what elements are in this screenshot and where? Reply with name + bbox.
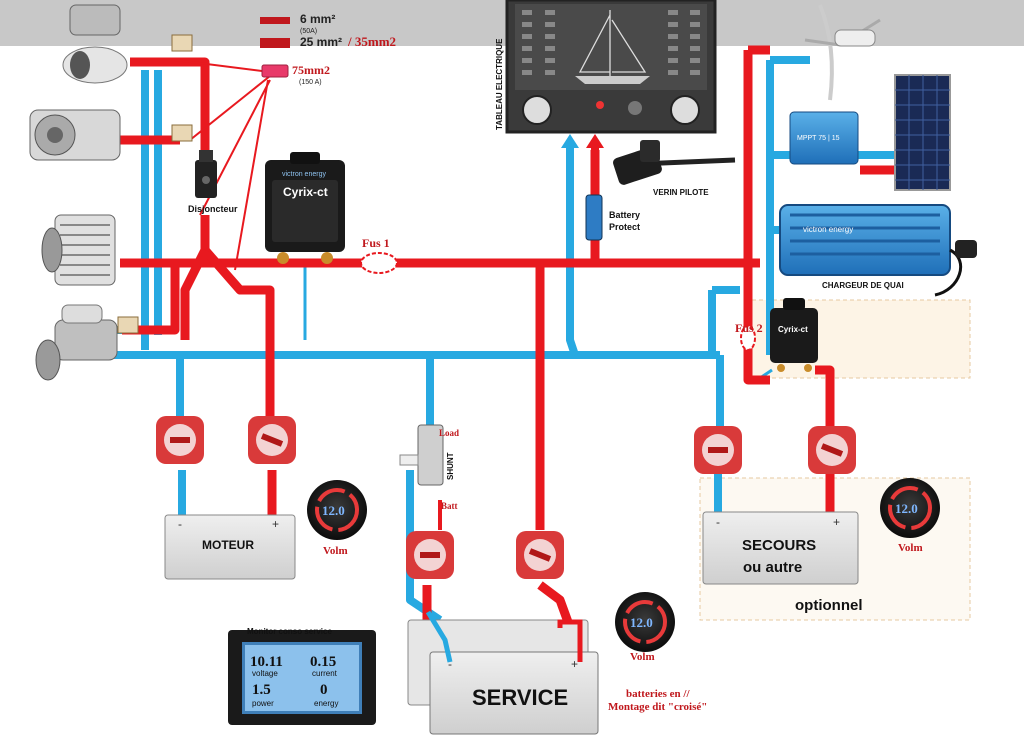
- solar-panel-icon: [894, 74, 951, 191]
- switch-motor-positive: [248, 416, 296, 464]
- volm-label-2: Volm: [898, 542, 923, 554]
- fuse-1: [360, 252, 398, 274]
- switch-secours-negative: [694, 426, 742, 474]
- battery-moteur-label: MOTEUR: [202, 538, 254, 552]
- disconnector-icon: [195, 150, 217, 198]
- consumption-monitor: [228, 630, 376, 725]
- battery-secours-minus: -: [716, 515, 720, 529]
- battery-secours: [702, 511, 859, 585]
- panel-label: TABLEAU ELECTRIQUE: [495, 38, 504, 130]
- pilot-label: VERIN PILOTE: [653, 188, 709, 197]
- monitor-energy-label: energy: [314, 699, 338, 708]
- monitor-voltage-value: 10.11: [250, 654, 283, 670]
- battery-moteur-minus: -: [178, 517, 182, 531]
- shunt-batt-label: Batt: [441, 501, 458, 511]
- fuse-2-label: Fus 2: [735, 321, 763, 335]
- battery-secours-plus: +: [833, 515, 840, 529]
- battery-service-front: [429, 651, 599, 735]
- cyrix-1-brand: victron energy: [282, 171, 326, 178]
- parallel-label-1: batteries en //: [626, 688, 690, 700]
- cyrix-2-name: Cyrix-ct: [778, 325, 808, 334]
- monitor-current-value: 0.15: [310, 654, 336, 670]
- monitor-title: Monitor conso service: [247, 627, 332, 636]
- mppt-controller: [789, 111, 859, 165]
- monitor-power-value: 1.5: [252, 682, 271, 698]
- switch-service-negative: [406, 531, 454, 579]
- panel-positive-arrow: [586, 134, 604, 148]
- legend-25mm: 25 mm²: [300, 35, 342, 49]
- optional-label: optionnel: [795, 597, 863, 614]
- monitor-current-label: current: [312, 669, 338, 678]
- bow-thruster-icon: [62, 4, 128, 84]
- voltmeter-moteur: [307, 480, 367, 540]
- volm-label-3: Volm: [630, 651, 655, 663]
- battery-protect: [585, 194, 603, 241]
- mppt-label: MPPT 75 | 15: [797, 135, 840, 142]
- legend-75mm: 75mm2: [292, 63, 330, 77]
- battery-moteur-plus: +: [272, 517, 279, 531]
- battery-service-label: SERVICE: [472, 685, 568, 710]
- monitor-energy-value: 0: [320, 682, 328, 698]
- legend-6mm-amp: (50A): [300, 28, 317, 35]
- cyrix-1-name: Cyrix-ct: [283, 185, 328, 199]
- cyrix-relay-1: [265, 152, 345, 264]
- battery-moteur: [164, 514, 296, 580]
- alternator-icon: [41, 214, 116, 286]
- pilot-actuator-icon: [613, 140, 736, 185]
- monitor-voltage-label: voltage: [252, 669, 278, 678]
- shunt-load-label: Load: [439, 428, 459, 438]
- shunt-label: SHUNT: [446, 452, 455, 480]
- shunt: [399, 424, 444, 486]
- fuse-2: [740, 325, 756, 351]
- battery-switches: [156, 416, 856, 579]
- legend-35mm: / 35mm2: [347, 34, 396, 49]
- electrical-panel: [505, 0, 717, 134]
- legend-6mm: 6 mm²: [300, 12, 335, 26]
- shore-charger: [779, 204, 977, 297]
- voltmeter-moteur-reading: 12.0: [322, 503, 345, 518]
- battery-secours-label-2: ou autre: [743, 559, 802, 576]
- voltmeter-secours-reading: 12.0: [895, 501, 918, 516]
- voltmeter-service-reading: 12.0: [630, 615, 653, 630]
- battery-secours-label-1: SECOURS: [742, 537, 816, 554]
- voltmeter-secours: [880, 478, 940, 538]
- switch-secours-positive: [808, 426, 856, 474]
- monitor-power-label: power: [252, 699, 274, 708]
- switch-service-positive: [516, 531, 564, 579]
- fuse-1-label: Fus 1: [362, 236, 390, 250]
- parallel-label-2: Montage dit "croisé": [608, 701, 707, 713]
- wind-generator-icon: [804, 4, 881, 101]
- cyrix-relay-2: [770, 298, 818, 372]
- charger-label: CHARGEUR DE QUAI: [822, 281, 904, 290]
- disconnector-label: Disjoncteur: [188, 204, 238, 214]
- volm-label-1: Volm: [323, 545, 348, 557]
- panel-negative-arrow: [561, 134, 579, 148]
- starter-motor-icon: [35, 304, 118, 381]
- battery-service-plus: +: [571, 657, 578, 671]
- battery-protect-label-2: Protect: [609, 222, 640, 232]
- relay-icon: [117, 34, 193, 334]
- windlass-icon: [29, 109, 121, 161]
- wire-legend: 6 mm² (50A) 25 mm² / 35mm2 75mm2 (150 A): [260, 12, 396, 86]
- battery-protect-label-1: Battery: [609, 210, 640, 220]
- charger-brand: victron energy: [803, 225, 853, 234]
- legend-75mm-amp: (150 A): [299, 79, 322, 86]
- battery-service-minus: -: [448, 657, 452, 671]
- voltmeter-service: [615, 592, 675, 652]
- switch-motor-negative: [156, 416, 204, 464]
